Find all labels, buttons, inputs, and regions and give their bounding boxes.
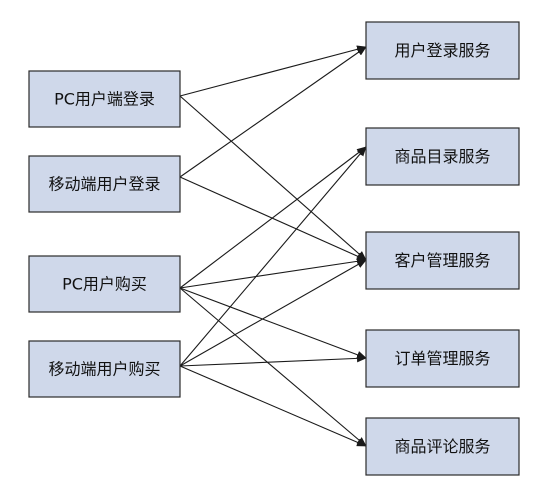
service-node-customer-label: 客户管理服务 <box>394 251 490 270</box>
arrow-mobile-login-to-customer-service <box>179 176 367 261</box>
source-node-pc-purchase-box <box>28 255 181 313</box>
source-node-mobile-login-label: 移动端用户登录 <box>48 175 160 194</box>
source-node-pc-purchase-label: PC用户购买 <box>62 275 147 294</box>
service-node-customer: 客户管理服务 <box>365 231 520 290</box>
source-node-pc-purchase: PC用户购买 <box>28 255 181 313</box>
arrow-mobile-purchase-to-order-service <box>179 354 367 367</box>
nodes-layer: PC用户端登录 移动端用户登录 PC用户购买 移动端用户购买 用户登录服务 商品… <box>28 21 520 476</box>
service-node-order: 订单管理服务 <box>365 329 520 388</box>
arrow-pc-purchase-to-catalog-service <box>179 146 367 289</box>
service-node-user-login: 用户登录服务 <box>365 21 520 80</box>
arrow-pc-purchase-to-order-service <box>179 287 367 359</box>
service-node-customer-box <box>365 231 520 290</box>
service-node-user-login-box <box>365 21 520 80</box>
service-node-order-box <box>365 329 520 388</box>
source-node-pc-login: PC用户端登录 <box>28 70 181 128</box>
service-node-catalog: 商品目录服务 <box>365 127 520 186</box>
arrow-pc-login-to-customer-service <box>179 95 367 261</box>
arrow-pc-purchase-to-review-service <box>179 287 367 447</box>
source-node-mobile-purchase-label: 移动端用户购买 <box>48 360 160 379</box>
arrow-pc-purchase-to-customer-service <box>179 257 367 289</box>
arrow-pc-login-to-user-login-service <box>179 45 367 97</box>
service-node-review-box <box>365 417 520 476</box>
source-node-mobile-purchase: 移动端用户购买 <box>28 340 181 398</box>
source-node-mobile-purchase-box <box>28 340 181 398</box>
arrow-mobile-purchase-to-review-service <box>179 365 367 447</box>
arrow-mobile-login-to-user-login-service <box>179 46 367 178</box>
source-node-pc-login-box <box>28 70 181 128</box>
service-node-catalog-label: 商品目录服务 <box>394 147 490 166</box>
service-node-order-label: 订单管理服务 <box>394 349 490 368</box>
source-node-mobile-login-box <box>28 155 181 213</box>
source-node-mobile-login: 移动端用户登录 <box>28 155 181 213</box>
service-node-catalog-box <box>365 127 520 186</box>
arrow-mobile-purchase-to-catalog-service <box>179 146 367 367</box>
source-node-pc-login-label: PC用户端登录 <box>54 90 155 109</box>
service-node-review-label: 商品评论服务 <box>394 437 490 456</box>
connections-layer <box>179 45 367 447</box>
arrow-mobile-purchase-to-customer-service <box>179 259 367 367</box>
service-node-review: 商品评论服务 <box>365 417 520 476</box>
service-node-user-login-label: 用户登录服务 <box>394 41 490 60</box>
